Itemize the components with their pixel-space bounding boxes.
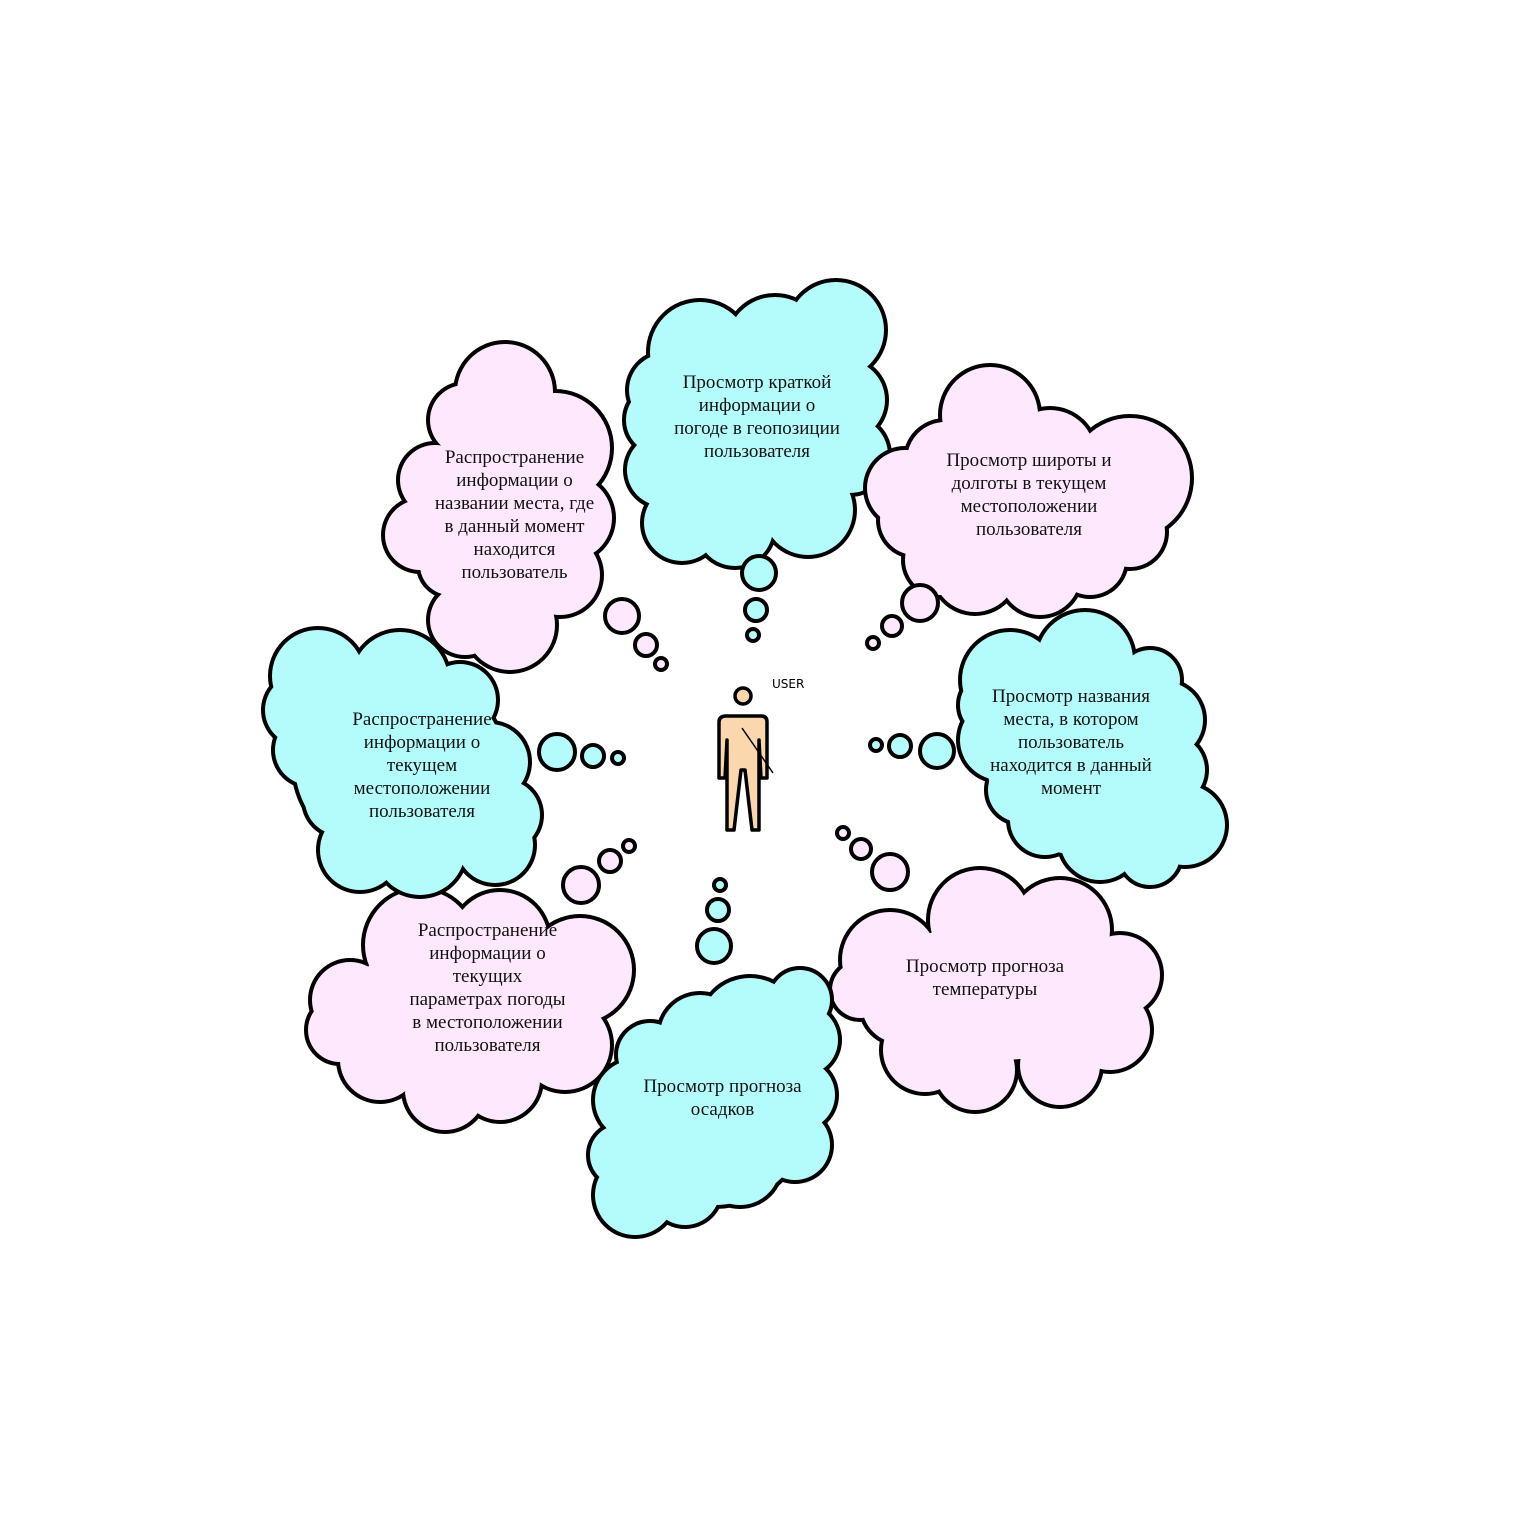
cloud-temperature-forecast bbox=[828, 866, 1164, 1114]
use-case-label-precipitation-forecast: Просмотр прогноза осадков bbox=[643, 1075, 802, 1120]
thought-bubble-place-name-3 bbox=[868, 737, 884, 753]
thought-bubble-share-place-name-1 bbox=[603, 597, 641, 635]
thought-bubble-lat-lon-2 bbox=[880, 614, 904, 638]
cloud-precipitation-forecast bbox=[586, 966, 842, 1239]
use-case-label-lat-lon: Просмотр широты и долготы в текущем мест… bbox=[946, 450, 1112, 540]
use-case-label-weather-brief: Просмотр краткой информации о погоде в г… bbox=[674, 372, 840, 462]
cloud-weather-brief bbox=[622, 278, 892, 570]
cloud-share-weather bbox=[304, 886, 636, 1134]
thought-bubble-share-location-3 bbox=[610, 750, 626, 766]
thought-bubble-share-place-name-2 bbox=[633, 632, 659, 658]
user-actor-icon bbox=[717, 686, 774, 832]
use-case-label-share-location: Распространение информации о текущем мес… bbox=[352, 708, 492, 822]
thought-bubble-share-location-2 bbox=[580, 743, 606, 769]
thought-bubble-lat-lon-3 bbox=[865, 635, 881, 651]
cloud-lat-lon bbox=[863, 363, 1194, 619]
thought-bubble-share-weather-2 bbox=[597, 848, 623, 874]
use-case-label-temperature-forecast: Просмотр прогноза температуры bbox=[905, 955, 1065, 1000]
thought-bubble-share-weather-3 bbox=[621, 838, 637, 854]
thought-bubble-weather-brief-3 bbox=[745, 627, 761, 643]
actor-label: USER bbox=[772, 677, 805, 691]
thought-bubble-precipitation-forecast-2 bbox=[705, 897, 731, 923]
cloud-place-name bbox=[956, 608, 1229, 889]
thought-bubble-precipitation-forecast-3 bbox=[712, 877, 728, 893]
thought-bubble-temperature-forecast-3 bbox=[835, 825, 851, 841]
thought-bubble-lat-lon-1 bbox=[900, 583, 940, 623]
thought-bubble-temperature-forecast-1 bbox=[870, 852, 910, 892]
thought-bubble-weather-brief-2 bbox=[743, 597, 769, 623]
thought-bubble-place-name-2 bbox=[887, 733, 913, 759]
cloud-share-location bbox=[261, 626, 544, 899]
use-case-label-share-place-name: Распространение информации о названии ме… bbox=[434, 447, 595, 583]
thought-bubble-share-location-1 bbox=[537, 732, 577, 772]
thought-bubble-share-weather-1 bbox=[561, 865, 601, 905]
thought-bubble-weather-brief-1 bbox=[740, 554, 778, 592]
cloud-share-place-name bbox=[381, 340, 616, 674]
thought-bubble-precipitation-forecast-1 bbox=[695, 927, 733, 965]
thought-bubble-share-place-name-3 bbox=[653, 656, 669, 672]
use-case-label-place-name: Просмотр названия места, в котором польз… bbox=[990, 686, 1152, 799]
thought-bubble-place-name-1 bbox=[918, 732, 956, 770]
use-case-label-share-weather: Распространение информации о текущих пар… bbox=[409, 919, 566, 1056]
thought-bubble-temperature-forecast-2 bbox=[849, 837, 873, 861]
